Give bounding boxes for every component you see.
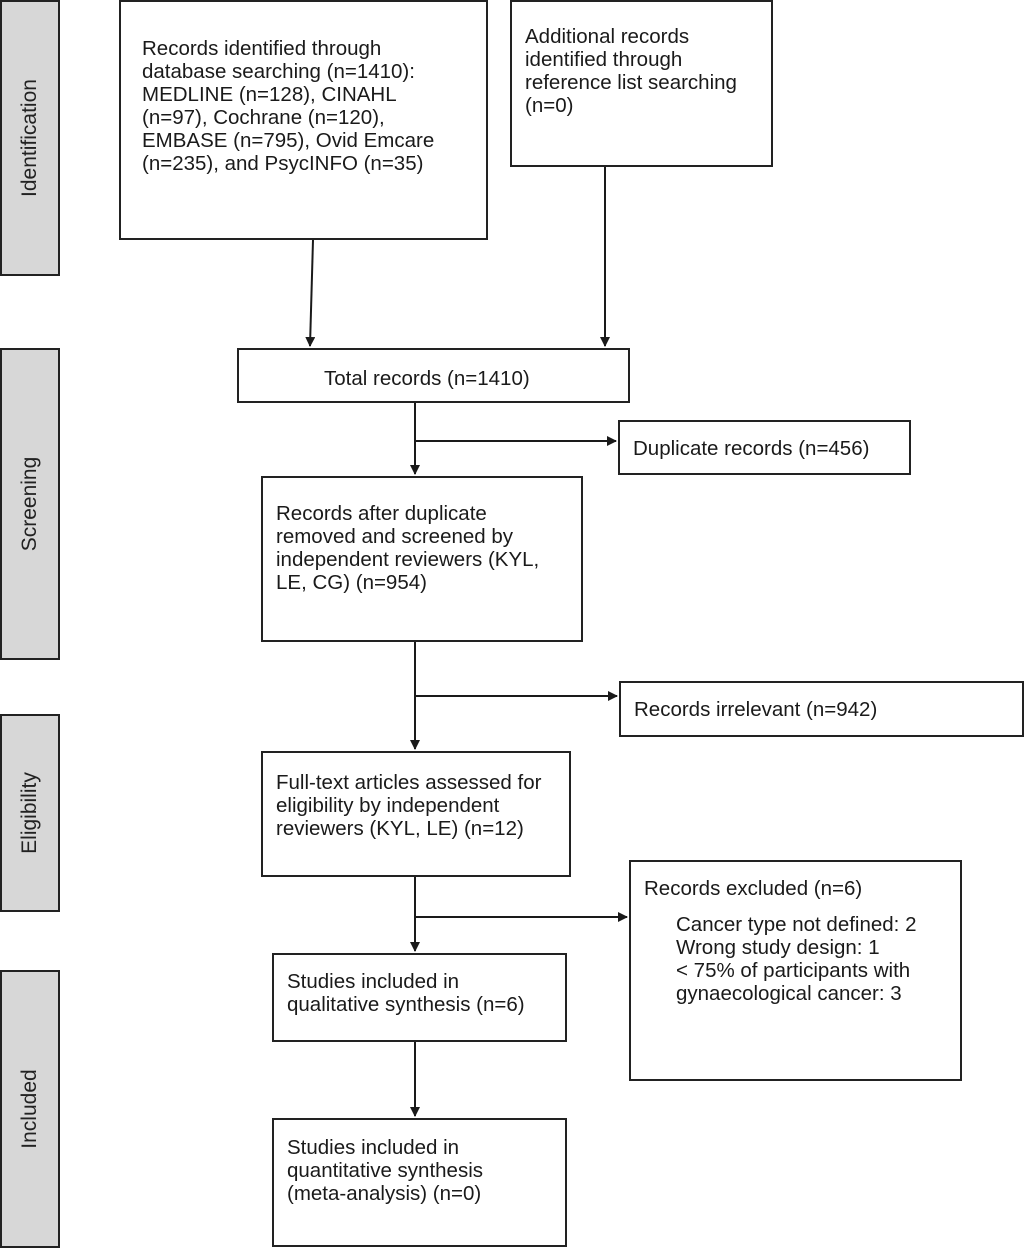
duplicate-records-text: Duplicate records (n=456) bbox=[633, 437, 870, 460]
qualitative-synthesis-box: Studies included in qualitative synthesi… bbox=[272, 953, 567, 1042]
quantitative-synthesis-text: Studies included in quantitative synthes… bbox=[287, 1136, 484, 1205]
full-text-box: Full-text articles assessed for eligibil… bbox=[261, 751, 571, 877]
total-records-text: Total records (n=1410) bbox=[324, 367, 530, 390]
after-duplicates-text: Records after duplicate removed and scre… bbox=[276, 502, 540, 594]
phase-eligibility: Eligibility bbox=[0, 714, 60, 912]
records-irrelevant-text: Records irrelevant (n=942) bbox=[634, 698, 878, 721]
records-excluded-title: Records excluded (n=6) bbox=[644, 877, 863, 900]
additional-records-text: Additional records identified through re… bbox=[525, 25, 737, 117]
database-search-box: Records identified through database sear… bbox=[119, 0, 488, 240]
database-search-text: Records identified through database sear… bbox=[142, 37, 435, 175]
phase-identification: Identification bbox=[0, 0, 60, 276]
qualitative-synthesis-text: Studies included in qualitative synthesi… bbox=[287, 970, 525, 1016]
full-text-text: Full-text articles assessed for eligibil… bbox=[276, 771, 542, 840]
phase-screening: Screening bbox=[0, 348, 60, 660]
phase-included: Included bbox=[0, 970, 60, 1248]
after-duplicates-box: Records after duplicate removed and scre… bbox=[261, 476, 583, 642]
records-irrelevant-box: Records irrelevant (n=942) bbox=[619, 681, 1024, 737]
arrow-database-to-total bbox=[305, 239, 316, 347]
total-records-box: Total records (n=1410) bbox=[237, 348, 630, 403]
additional-records-box: Additional records identified through re… bbox=[510, 0, 773, 167]
records-excluded-reasons: Cancer type not defined: 2 Wrong study d… bbox=[676, 913, 917, 1005]
duplicate-records-box: Duplicate records (n=456) bbox=[618, 420, 911, 475]
records-excluded-box: Records excluded (n=6) Cancer type not d… bbox=[629, 860, 962, 1081]
quantitative-synthesis-box: Studies included in quantitative synthes… bbox=[272, 1118, 567, 1247]
